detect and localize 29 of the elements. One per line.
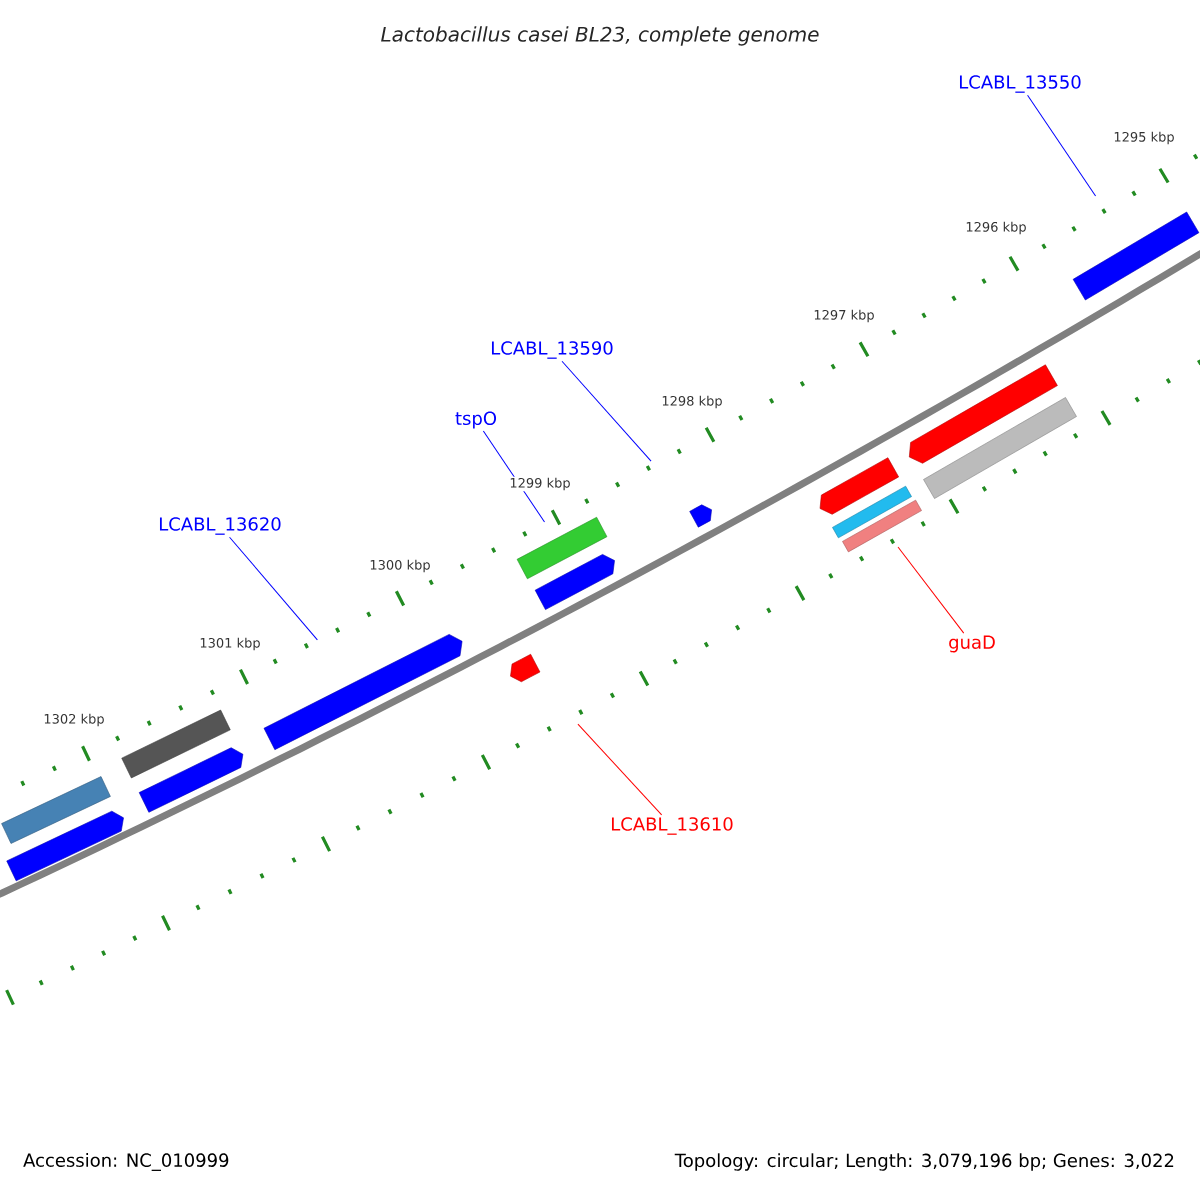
gene-block: [263, 634, 463, 750]
gene-bar: [923, 397, 1077, 499]
footer-text: Topology: circular; Length: 3,079,196 bp; Genes: 3,022: [674, 1153, 1174, 1171]
gene-bar: [832, 485, 912, 539]
gene-label: LCABL_13550: [960, 75, 1081, 93]
gene-label: LCABL_13590: [492, 341, 613, 359]
gene-block: [534, 554, 615, 610]
gene-block: [138, 747, 244, 813]
footer-text: Accession: NC_010999: [23, 1153, 229, 1171]
gene-bar: [1, 776, 111, 844]
title: Lactobacillus casei BL23, complete genome: [381, 26, 819, 46]
leader-line: [561, 360, 652, 462]
leader-line: [577, 723, 663, 816]
gene-label: tspO: [455, 411, 497, 429]
gene-block: [689, 504, 712, 528]
gene-block: [819, 457, 899, 515]
gene-bar: [516, 516, 608, 580]
leader-line: [229, 536, 318, 641]
gene-label: guaD: [949, 635, 995, 653]
gene-block: [6, 810, 124, 882]
gene-block: [909, 364, 1058, 464]
gene-block: [510, 654, 541, 683]
leader-line: [897, 546, 965, 634]
leader-line: [1027, 94, 1097, 197]
gene-bar: [842, 499, 922, 553]
gene-bar: [121, 709, 231, 779]
gene-label: LCABL_13620: [160, 517, 281, 535]
gene-bar: [1072, 211, 1200, 301]
gene-label: LCABL_13610: [612, 817, 733, 835]
